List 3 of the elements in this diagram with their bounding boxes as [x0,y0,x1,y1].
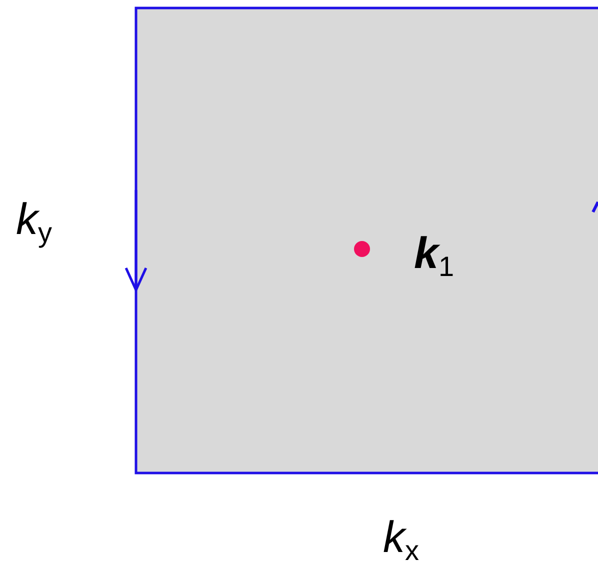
point-label: k$_{1}$ [414,232,454,281]
axis-label: k$_{x}$ [383,516,419,565]
axis-label: k$_{y}$ [16,198,52,247]
